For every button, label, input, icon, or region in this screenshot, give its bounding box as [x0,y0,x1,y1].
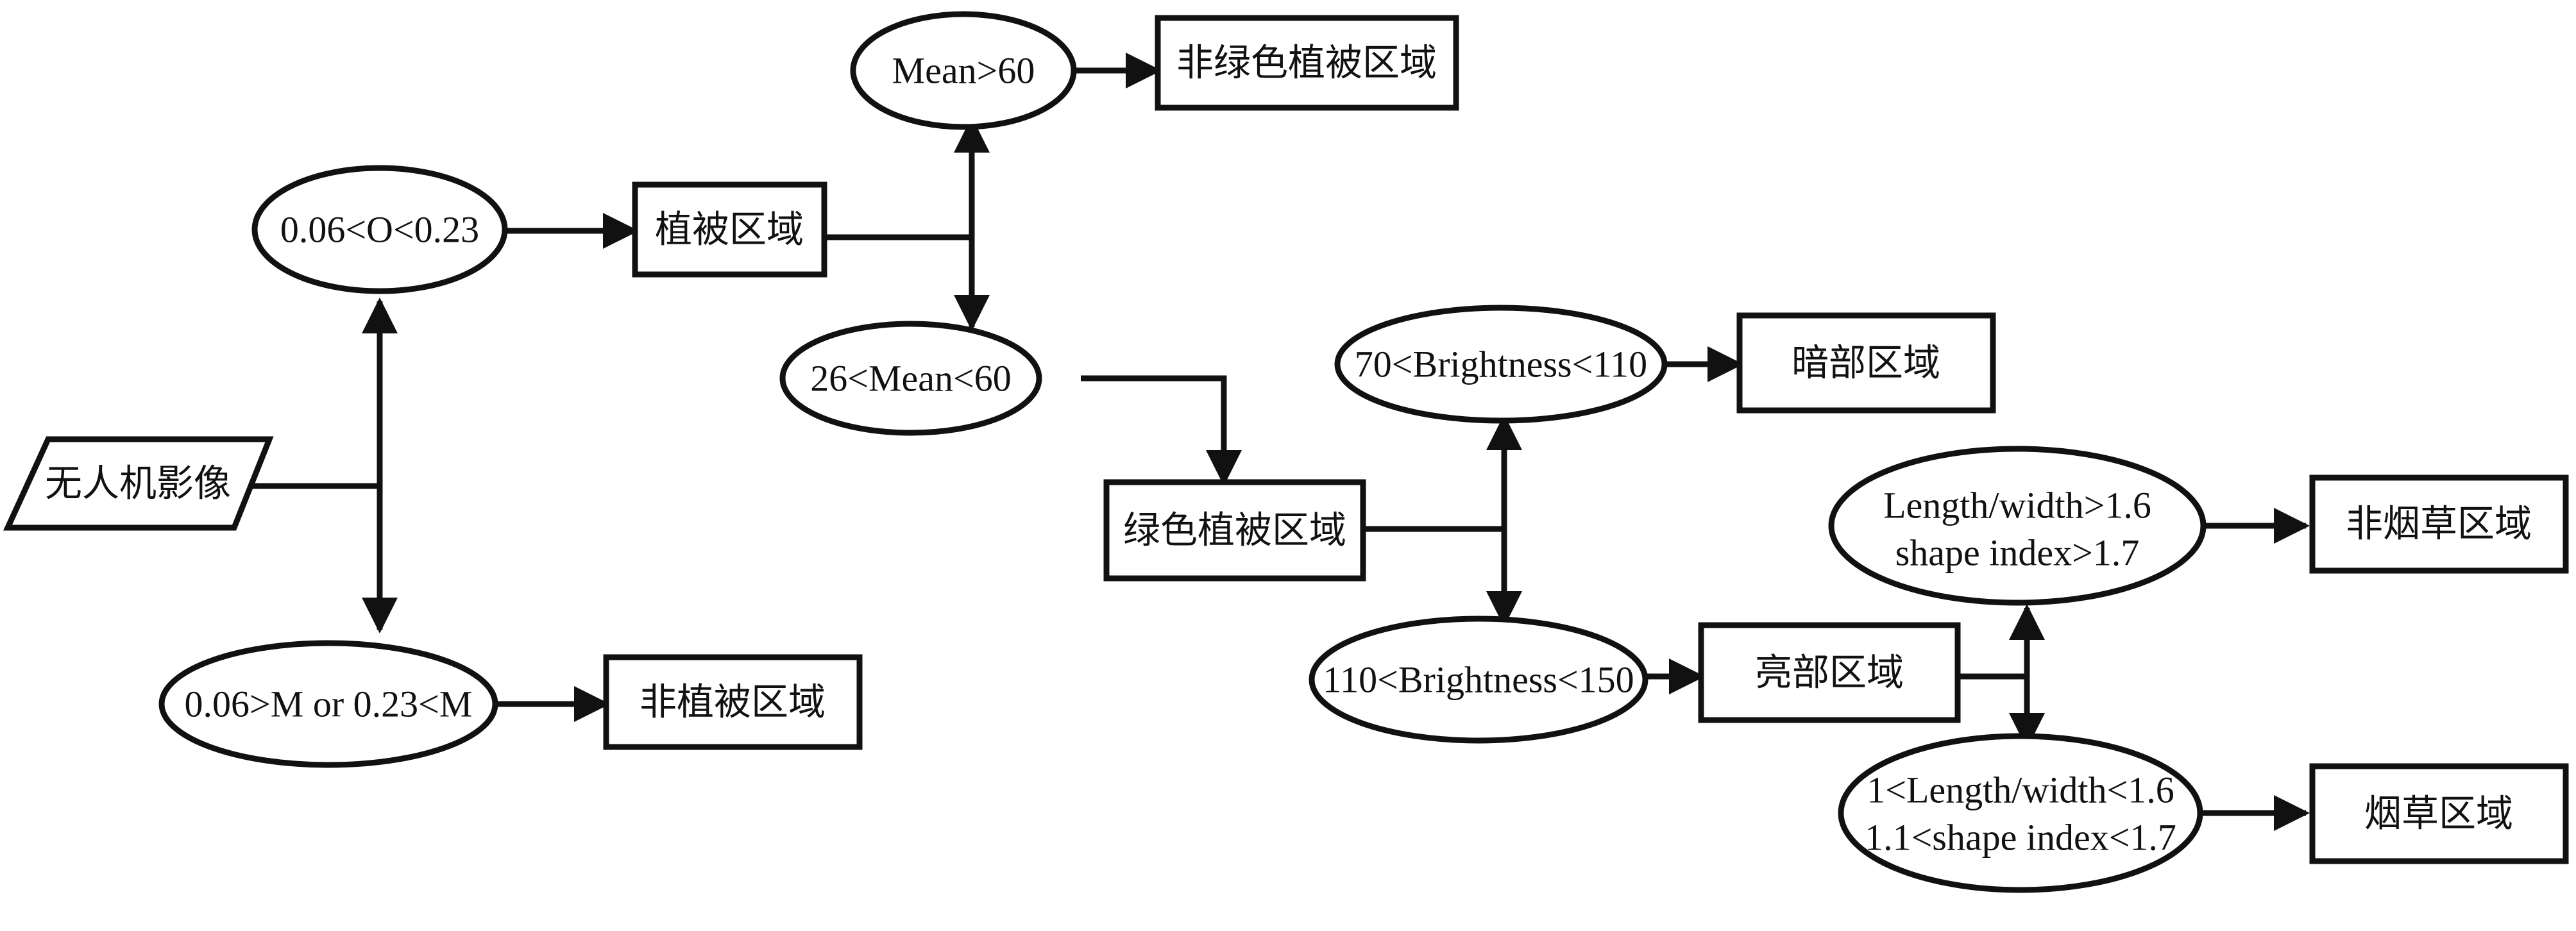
dark-region-box [1736,312,1996,414]
node-bright-region: 亮部区域 [1698,622,1961,723]
cond-brightness-high-label: 110<Brightness<150 [1323,659,1634,701]
cond-o-ellipse [251,165,508,294]
cond-shape-mid-line1: 1<Length/width<1.6 [1867,769,2174,811]
non-vegetation-box [603,654,863,750]
tobacco-label: 烟草区域 [2364,793,2513,835]
node-cond-shape-high: Length/width>1.6 shape index>1.7 [1828,446,2207,606]
non-tobacco-box [2309,474,2569,574]
vegetation-label: 植被区域 [655,209,804,251]
cond-brightness-low-ellipse [1334,305,1668,424]
arrow-mean-mid-to-green [1081,375,1242,486]
node-cond-mean-mid: 26<Mean<60 [779,321,1042,436]
cond-mean-high-label: Mean>60 [892,50,1035,92]
cond-mean-mid-label: 26<Mean<60 [810,358,1011,399]
node-vegetation: 植被区域 [632,181,827,278]
node-dark-region: 暗部区域 [1736,312,1996,414]
cond-shape-high-line2: shape index>1.7 [1895,532,2140,574]
cond-shape-mid-line2: 1.1<shape index<1.7 [1865,817,2176,859]
cond-mean-high-ellipse [850,11,1077,130]
node-cond-o: 0.06<O<0.23 [251,165,508,294]
node-cond-brightness-high: 110<Brightness<150 [1309,616,1648,744]
node-tobacco: 烟草区域 [2309,763,2569,864]
green-vegetation-label: 绿色植被区域 [1123,510,1346,551]
cond-brightness-high-ellipse [1309,616,1648,744]
cond-m-ellipse [158,640,498,768]
vegetation-box [632,181,827,278]
node-non-tobacco: 非烟草区域 [2309,474,2569,574]
bright-region-box [1698,622,1961,723]
non-green-vegetation-box [1155,15,1459,111]
bright-region-label: 亮部区域 [1755,652,1904,694]
connectors [237,53,2310,831]
dark-region-label: 暗部区域 [1792,342,1940,384]
cond-shape-high-ellipse [1828,446,2207,606]
non-green-vegetation-label: 非绿色植被区域 [1176,42,1437,84]
green-vegetation-box [1103,479,1366,582]
cond-m-label: 0.06>M or 0.23<M [185,684,473,725]
cond-shape-high-line1: Length/width>1.6 [1883,485,2151,526]
node-cond-shape-mid: 1<Length/width<1.6 1.1<shape index<1.7 [1838,733,2203,893]
node-cond-m: 0.06>M or 0.23<M [158,640,498,768]
node-non-vegetation: 非植被区域 [603,654,863,750]
tobacco-box [2309,763,2569,864]
cond-brightness-low-label: 70<Brightness<110 [1355,344,1647,385]
source-parallelogram [3,436,274,531]
node-cond-brightness-low: 70<Brightness<110 [1334,305,1668,424]
cond-shape-mid-ellipse [1838,733,2203,893]
node-cond-mean-high: Mean>60 [850,11,1077,130]
node-non-green-vegetation: 非绿色植被区域 [1155,15,1459,111]
node-green-vegetation: 绿色植被区域 [1103,479,1366,582]
non-tobacco-label: 非烟草区域 [2346,503,2532,545]
cond-mean-mid-ellipse [779,321,1042,436]
cond-o-label: 0.06<O<0.23 [280,209,479,251]
non-vegetation-label: 非植被区域 [640,682,826,723]
node-source: 无人机影像 [3,436,274,531]
source-label: 无人机影像 [45,463,231,505]
